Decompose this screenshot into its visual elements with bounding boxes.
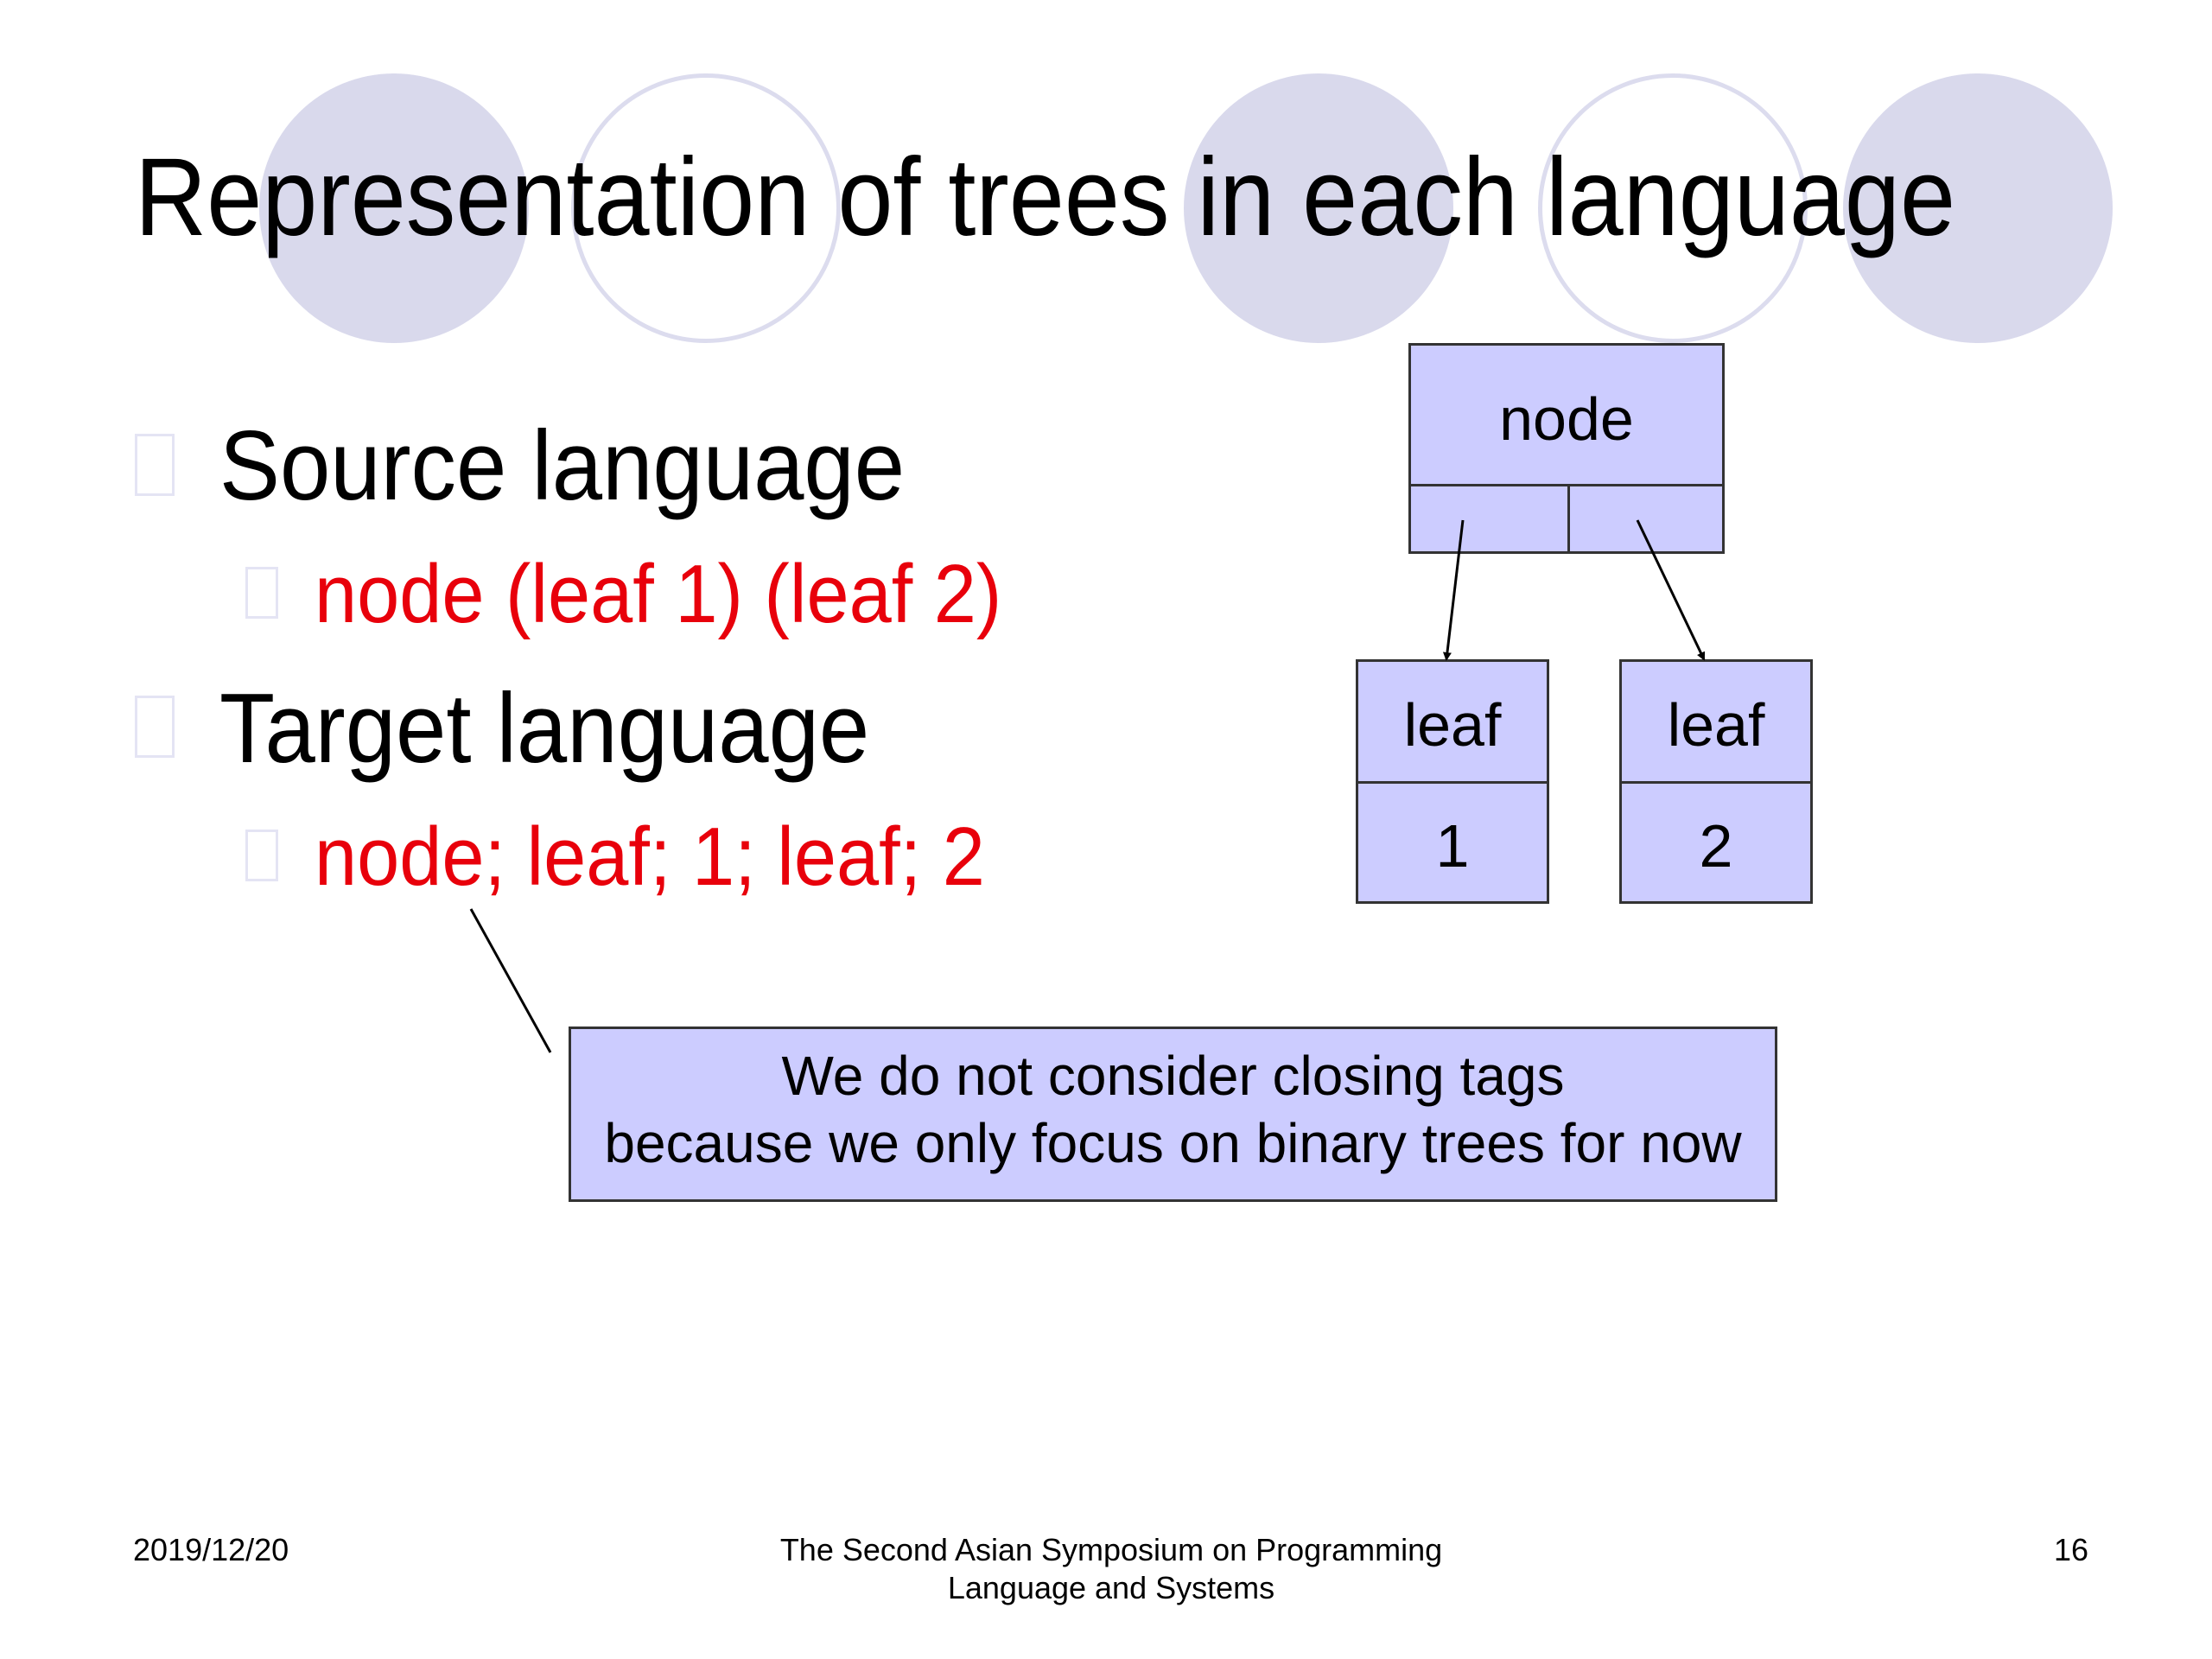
arrow-right-child	[1636, 519, 1706, 661]
decor-circle-filled	[259, 73, 529, 343]
decor-circle-filled	[1184, 73, 1453, 343]
target-language-example: node; leaf; 1; leaf; 2	[315, 810, 985, 903]
node-divider	[1411, 484, 1722, 486]
source-language-example: node (leaf 1) (leaf 2)	[315, 548, 1002, 640]
sub-bullet-square-icon	[245, 567, 278, 619]
footer-conference-line-1: The Second Asian Symposium on Programmin…	[779, 1532, 1443, 1567]
footer-conference: The Second Asian Symposium on Programmin…	[679, 1531, 1543, 1607]
tree-node-box: node	[1408, 343, 1725, 554]
callout-pointer-line	[469, 908, 552, 1053]
arrow-left-child	[1442, 519, 1465, 661]
leaf-value: 2	[1699, 812, 1733, 880]
decor-circle-filled	[1843, 73, 2113, 343]
callout-line-2: because we only focus on binary trees fo…	[604, 1112, 1742, 1174]
leaf-label: leaf	[1403, 691, 1502, 759]
footer-conference-line-2: Language and Systems	[947, 1570, 1275, 1605]
leaf-divider	[1622, 781, 1810, 784]
bullet-square-icon	[135, 434, 175, 496]
callout-line-1: We do not consider closing tags	[781, 1045, 1565, 1107]
callout-box: We do not consider closing tags because …	[569, 1027, 1777, 1202]
footer-date: 2019/12/20	[133, 1532, 289, 1567]
decor-circle-outline	[1538, 73, 1808, 343]
page-number: 16	[2053, 1532, 2088, 1567]
tree-leaf-box: leaf 2	[1619, 659, 1813, 904]
tree-leaf-box: leaf 1	[1356, 659, 1549, 904]
node-divider	[1567, 484, 1570, 551]
leaf-label: leaf	[1667, 691, 1765, 759]
bullet-target-language: Target language	[219, 674, 870, 784]
decor-circle-outline	[571, 73, 841, 343]
bullet-source-language: Source language	[219, 411, 906, 521]
bullet-square-icon	[135, 696, 175, 758]
slide-title: Representation of trees in each language	[135, 136, 1956, 259]
node-label: node	[1499, 385, 1634, 453]
leaf-divider	[1358, 781, 1547, 784]
leaf-value: 1	[1435, 812, 1470, 880]
sub-bullet-square-icon	[245, 830, 278, 881]
